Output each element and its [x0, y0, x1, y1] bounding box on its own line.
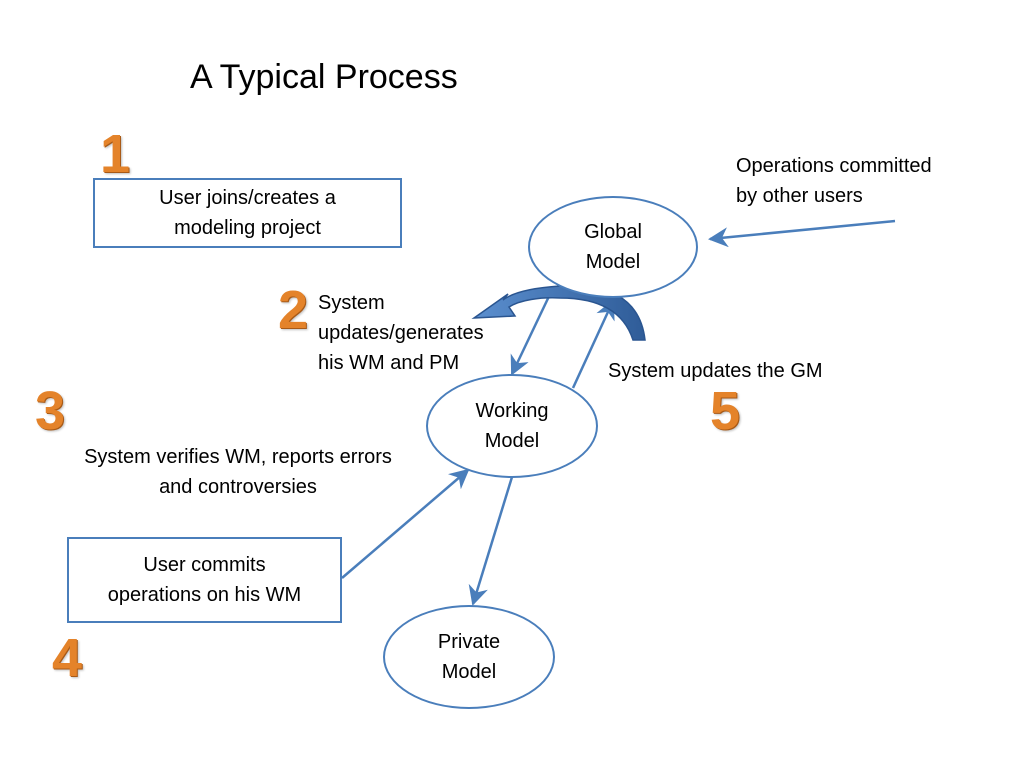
working-node-line-2: Model	[484, 430, 540, 452]
working-model-node: Working Model	[426, 374, 598, 478]
page-title: A Typical Process	[190, 58, 458, 96]
update-wm-line-1: System	[318, 292, 385, 314]
join-box-line-2: modeling project	[174, 217, 321, 239]
update-wm-line-3: his WM and PM	[318, 352, 460, 374]
global-node-line-1: Global	[584, 221, 642, 243]
verify-wm-label: System verifies WM, reports errors and c…	[52, 442, 424, 502]
private-model-node: Private Model	[383, 605, 555, 709]
step-number-5: 5	[710, 381, 741, 441]
step-number-3: 3	[35, 381, 66, 441]
private-node-line-2: Model	[441, 661, 497, 683]
arrow-working-to-private	[468, 476, 514, 606]
verify-line-2: and controversies	[159, 476, 317, 498]
step-number-1: 1	[100, 124, 131, 184]
join-box-line-1: User joins/creates a	[159, 187, 336, 209]
other-users-line-1: Operations committed	[736, 155, 932, 177]
arrow-other-users-to-global	[708, 219, 896, 248]
step-number-2: 2	[278, 280, 309, 340]
other-users-label: Operations committed by other users	[736, 151, 932, 211]
other-users-line-2: by other users	[736, 185, 863, 207]
commit-box-line-2: operations on his WM	[107, 584, 302, 606]
arrow-global-to-working	[510, 289, 554, 376]
verify-line-1: System verifies WM, reports errors	[84, 446, 392, 468]
global-node-line-2: Model	[585, 251, 641, 273]
arrow-commit-to-working	[341, 468, 470, 579]
working-node-line-1: Working	[475, 400, 549, 422]
join-project-box: User joins/creates a modeling project	[93, 178, 402, 248]
update-gm-label: System updates the GM	[608, 360, 823, 382]
update-wm-label: System updates/generates his WM and PM	[318, 288, 484, 378]
update-wm-line-2: updates/generates	[318, 322, 484, 344]
step-number-4: 4	[52, 628, 83, 688]
global-model-node: Global Model	[528, 196, 698, 298]
commit-box-line-1: User commits	[143, 554, 266, 576]
arrow-working-to-global	[571, 299, 615, 389]
commit-operations-box: User commits operations on his WM	[67, 537, 342, 623]
private-node-line-1: Private	[437, 631, 501, 653]
